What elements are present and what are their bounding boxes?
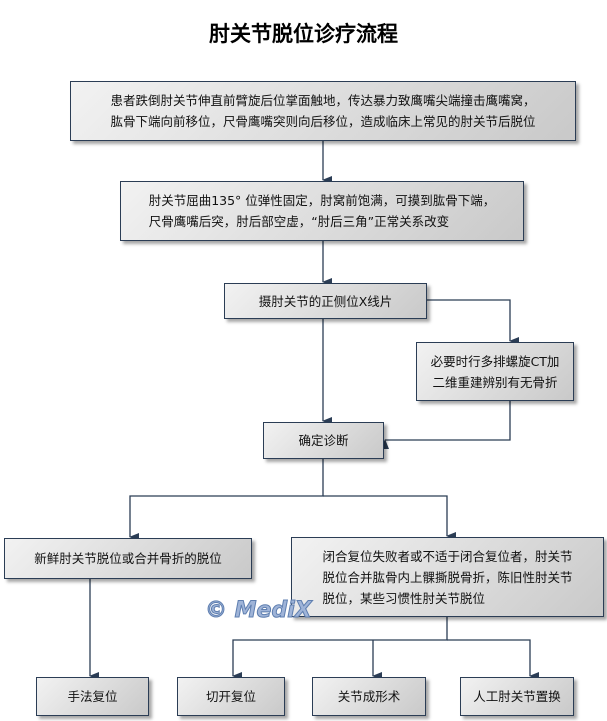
arrow bbox=[232, 617, 448, 680]
node-text: 闭合复位失败者或不适于闭合复位者，肘关节 bbox=[322, 548, 573, 564]
node-text: 肱骨下端向前移位，尺骨鹰嘴突则向后移位，造成临床上常见的肘关节后脱位 bbox=[110, 114, 536, 129]
node-text: 脱位合并肱骨内上髁撕脱骨折，陈旧性肘关节 bbox=[322, 569, 573, 585]
arrow bbox=[129, 459, 324, 541]
node-signs: 肘关节屈曲135° 位弹性固定，肘窝前饱满，可摸到肱骨下端， 尺骨鹰嘴后突，肘后部… bbox=[120, 181, 524, 241]
node-xray: 摄肘关节的正侧位X线片 bbox=[224, 283, 427, 319]
node-open-reduction: 切开复位 bbox=[177, 677, 285, 716]
arrow bbox=[447, 639, 539, 680]
arrow bbox=[323, 495, 456, 540]
node-ct: 必要时行多排螺旋CT加二维重建辨别有无骨折 bbox=[416, 342, 574, 401]
node-text: 尺骨鹰嘴后突，肘后部空虚，“肘后三角”正常关系改变 bbox=[148, 214, 450, 229]
node-text: 肘关节屈曲135° 位弹性固定，肘窝前饱满，可摸到肱骨下端， bbox=[148, 193, 496, 208]
node-fresh: 新鲜肘关节脱位或合并骨折的脱位 bbox=[4, 538, 252, 579]
arrow bbox=[381, 401, 511, 449]
node-manual-reduction: 手法复位 bbox=[36, 677, 149, 716]
node-complex: 闭合复位失败者或不适于闭合复位者，肘关节脱位合并肱骨内上髁撕脱骨折，陈旧性肘关节… bbox=[291, 537, 604, 617]
page-title: 肘关节脱位诊疗流程 bbox=[209, 22, 398, 46]
node-diagnosis: 确定诊断 bbox=[263, 422, 384, 459]
watermark: © MediX bbox=[205, 598, 313, 624]
node-replacement: 人工肘关节置换 bbox=[460, 677, 574, 716]
node-text: 二维重建辨别有无骨折 bbox=[432, 374, 558, 390]
node-text: 脱位，某些习惯性肘关节脱位 bbox=[322, 590, 485, 606]
node-text: 必要时行多排螺旋CT加 bbox=[430, 353, 560, 369]
arrow bbox=[427, 299, 519, 345]
node-cause: 患者跌倒肘关节伸直前臂旋后位掌面触地，传达暴力致鹰嘴尖端撞击鹰嘴窝， 肱骨下端向前… bbox=[70, 81, 576, 141]
node-arthroplasty: 关节成形术 bbox=[312, 677, 426, 716]
node-text: 患者跌倒肘关节伸直前臂旋后位掌面触地，传达暴力致鹰嘴尖端撞击鹰嘴窝， bbox=[110, 93, 536, 108]
